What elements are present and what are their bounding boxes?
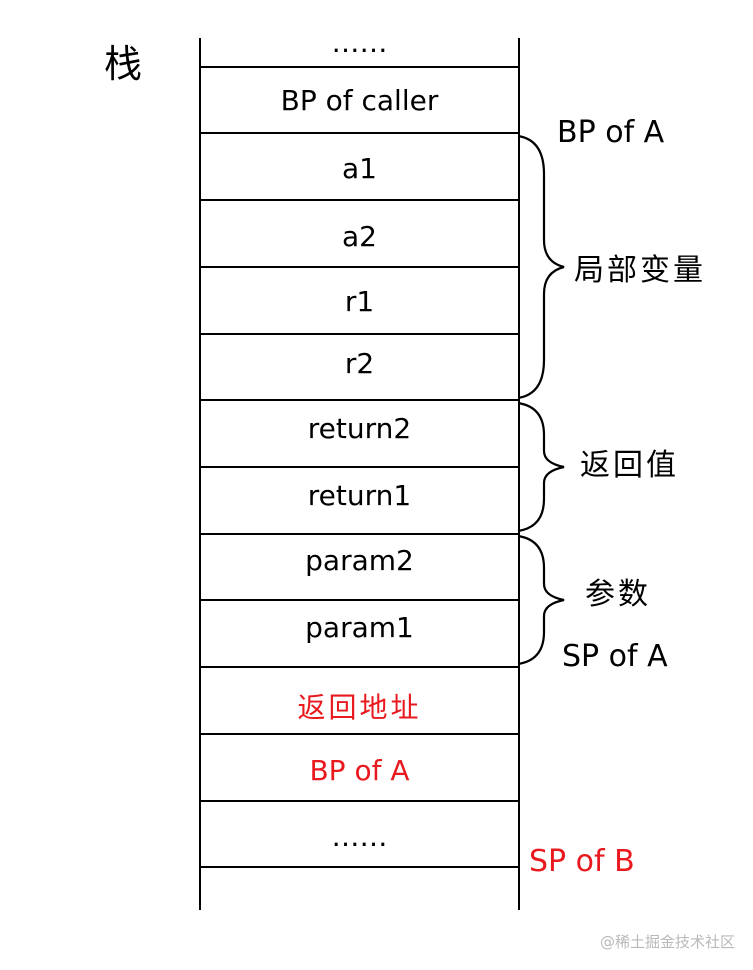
stack-cell-return2: return2	[307, 412, 412, 445]
stack-divider	[199, 199, 520, 201]
stack-divider	[199, 666, 520, 668]
stack-cell-bp-of-a: BP of A	[309, 754, 410, 787]
stack-cell-r1: r1	[344, 285, 375, 318]
stack-divider	[199, 66, 520, 68]
stack-divider	[199, 866, 520, 868]
stack-cell-return-address: 返回地址	[297, 691, 422, 724]
stack-divider	[199, 533, 520, 535]
stack-divider	[199, 466, 520, 468]
stack-divider	[199, 132, 520, 134]
stack-cell-ellipsis-bottom: ……	[331, 820, 388, 853]
label-params: 参数	[585, 577, 651, 612]
stack-cell-param2: param2	[305, 544, 414, 577]
brace-params	[517, 534, 565, 666]
brace-local-vars	[517, 134, 565, 400]
stack-title: 栈	[104, 42, 146, 86]
stack-cell-a2: a2	[342, 220, 377, 253]
stack-divider	[199, 733, 520, 735]
stack-right-border	[518, 38, 520, 910]
stack-left-border	[199, 38, 201, 910]
stack-divider	[199, 333, 520, 335]
stack-cell-ellipsis-top: ……	[331, 26, 388, 59]
brace-return-values	[517, 401, 565, 533]
label-sp-of-a: SP of A	[562, 639, 668, 674]
stack-cell-return1: return1	[307, 479, 412, 512]
stack-cell-bp-of-caller: BP of caller	[280, 84, 439, 117]
stack-cell-param1: param1	[305, 611, 414, 644]
label-return-values: 返回值	[580, 448, 679, 483]
stack-cell-r2: r2	[344, 347, 375, 380]
stack-divider	[199, 399, 520, 401]
stack-divider	[199, 800, 520, 802]
watermark: @稀土掘金技术社区	[599, 933, 735, 951]
stack-divider	[199, 599, 520, 601]
stack-cell-a1: a1	[342, 152, 377, 185]
label-sp-of-b: SP of B	[529, 844, 635, 879]
label-local-vars: 局部变量	[574, 253, 706, 288]
label-bp-of-a: BP of A	[557, 115, 665, 150]
stack-divider	[199, 266, 520, 268]
